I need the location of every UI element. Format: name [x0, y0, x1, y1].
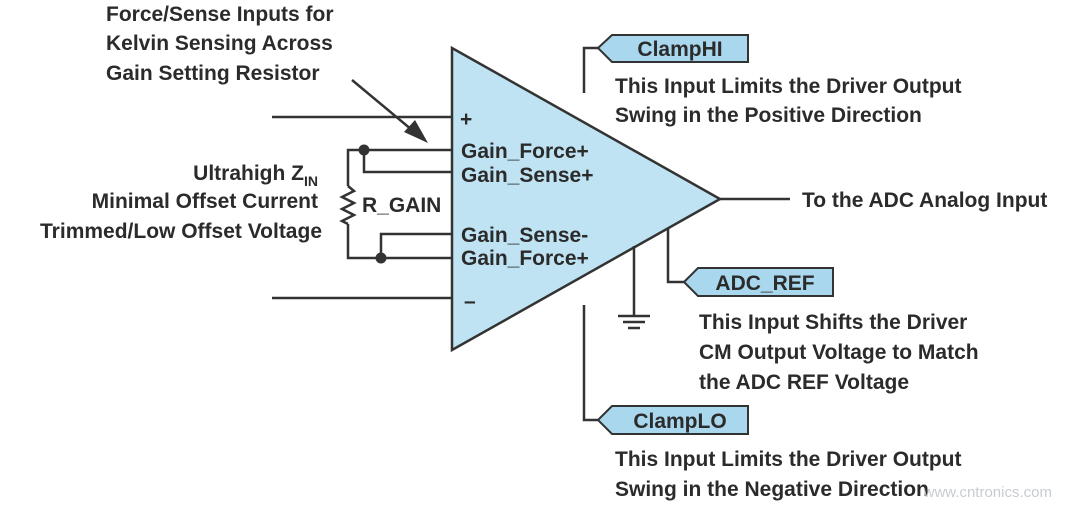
- adc-ref-tag: [682, 267, 834, 297]
- pin-gain-force-plus: Gain_Force+: [461, 140, 589, 163]
- annotation-line-1: Force/Sense Inputs for: [106, 3, 334, 26]
- clamp-lo-tag: [596, 405, 749, 435]
- watermark: www.cntronics.com: [923, 484, 1052, 501]
- clamp-lo-wire: [582, 305, 598, 422]
- adc-ref-desc-2: CM Output Voltage to Match: [699, 341, 979, 364]
- left-label-offset-voltage: Trimmed/Low Offset Voltage: [40, 220, 322, 243]
- clamp-hi-label: ClampHI: [637, 38, 722, 61]
- adc-ref-wire: [666, 229, 684, 284]
- adc-ref-desc-3: the ADC REF Voltage: [699, 371, 909, 394]
- annotation-arrow-line: [351, 79, 419, 136]
- left-label-impedance: Ultrahigh ZIN: [193, 162, 318, 189]
- left-label-impedance-main: Ultrahigh Z: [193, 162, 304, 185]
- ground-symbol: [618, 246, 650, 330]
- clamp-hi-desc-1: This Input Limits the Driver Output: [615, 75, 962, 98]
- clamp-lo-desc-1: This Input Limits the Driver Output: [615, 448, 962, 471]
- junction-dot-top: [358, 144, 370, 156]
- adc-ref-label: ADC_REF: [715, 272, 814, 295]
- junction-dot-bottom: [375, 252, 387, 264]
- annotation-arrow-head: [404, 120, 428, 143]
- pin-gain-sense-minus: Gain_Sense-: [461, 224, 588, 247]
- pin-minus: –: [464, 290, 476, 313]
- pin-gain-sense-plus: Gain_Sense+: [461, 164, 594, 187]
- pin-plus: +: [460, 108, 472, 131]
- left-label-impedance-sub: IN: [304, 173, 318, 189]
- amplifier-triangle: [450, 45, 723, 353]
- clamp-hi-wire: [582, 46, 598, 93]
- adc-ref-desc-1: This Input Shifts the Driver: [699, 311, 967, 334]
- resistor-zigzag: [339, 185, 357, 226]
- clamp-hi-tag: [596, 34, 749, 63]
- clamp-lo-desc-2: Swing in the Negative Direction: [615, 478, 929, 501]
- pin-gain-force-minus: Gain_Force+: [461, 247, 589, 270]
- annotation-line-3: Gain Setting Resistor: [106, 62, 320, 85]
- clamp-lo-label: ClampLO: [633, 410, 726, 433]
- output-label: To the ADC Analog Input: [802, 189, 1047, 212]
- left-label-offset-current: Minimal Offset Current: [92, 190, 318, 213]
- annotation-line-2: Kelvin Sensing Across: [106, 32, 333, 55]
- clamp-hi-desc-2: Swing in the Positive Direction: [615, 104, 922, 127]
- resistor-label: R_GAIN: [362, 194, 441, 217]
